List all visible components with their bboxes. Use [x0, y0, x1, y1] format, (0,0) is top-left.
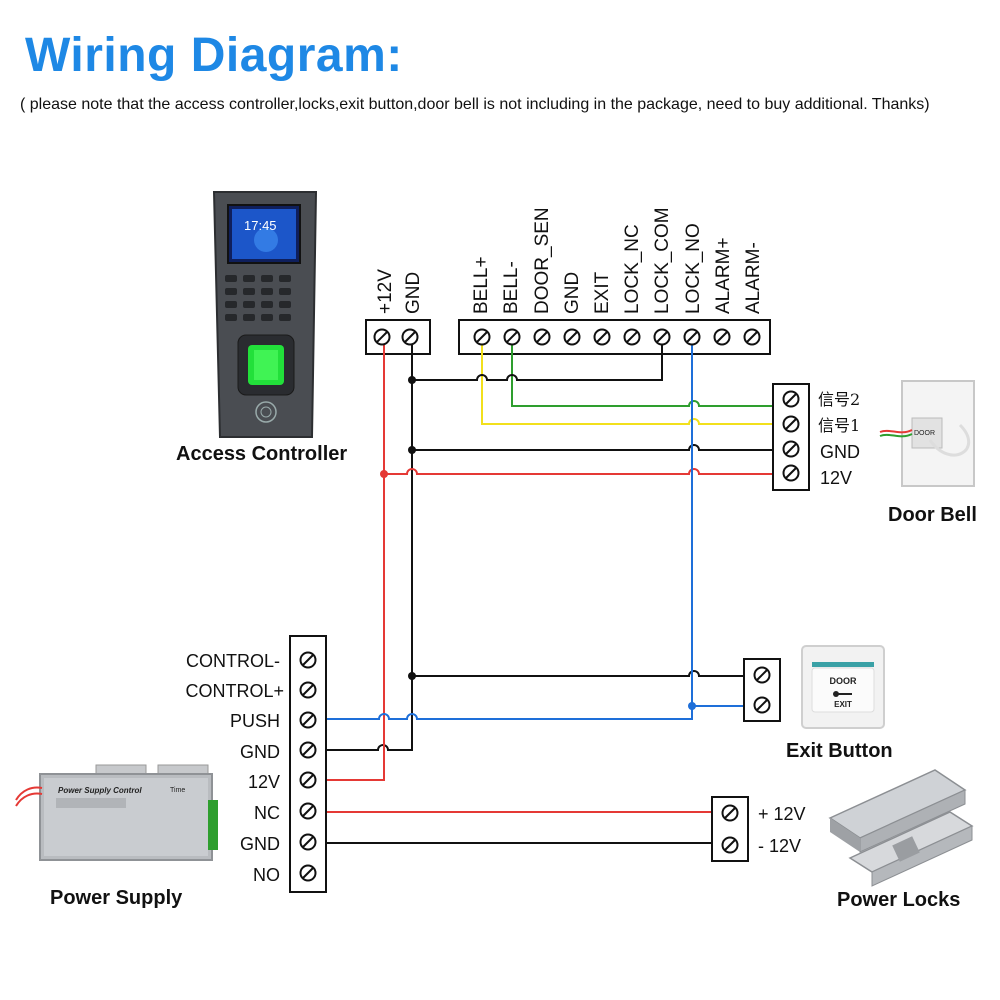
- ps-terminal-nc: NC: [254, 803, 280, 823]
- screw-icon: [373, 328, 391, 346]
- screw-icon: [683, 328, 701, 346]
- ps-terminal-control-plus: CONTROL+: [185, 681, 284, 701]
- screw-icon: [593, 328, 611, 346]
- terminal-label-gnd: GND: [403, 272, 424, 314]
- power-supply-label: Power Supply: [50, 887, 183, 909]
- terminal-label-plus12v: +12V: [375, 269, 396, 314]
- wire-red-12v-bus: [310, 337, 385, 781]
- screw-icon: [563, 328, 581, 346]
- terminal-label-gnd2: GND: [562, 272, 583, 314]
- screw-icon: [743, 328, 761, 346]
- key-icon: [833, 691, 852, 697]
- screw-icon: [713, 328, 731, 346]
- exit-button-device: DOOR EXIT: [801, 645, 885, 729]
- terminal-label-bell-plus: BELL+: [471, 256, 492, 314]
- screw-icon: [623, 328, 641, 346]
- power-locks-device: [828, 769, 974, 887]
- screw-icon: [782, 390, 800, 408]
- ps-terminal-gnd: GND: [240, 742, 280, 762]
- controller-signal-terminal-block: [458, 319, 771, 355]
- screw-icon: [299, 864, 317, 882]
- screw-icon: [653, 328, 671, 346]
- screw-icon: [401, 328, 419, 346]
- wire-green-bell-minus: [511, 337, 782, 407]
- screw-icon: [721, 836, 739, 854]
- wire-red-doorbell-12v: [384, 468, 782, 475]
- access-controller-label: Access Controller: [176, 443, 347, 465]
- screw-icon: [299, 651, 317, 669]
- terminal-label-exit: EXIT: [592, 271, 613, 314]
- exit-button-label: Exit Button: [786, 740, 893, 762]
- lock-terminal-minus12v: - 12V: [758, 836, 801, 856]
- screw-icon: [782, 464, 800, 482]
- svg-text:DOOR: DOOR: [914, 430, 935, 437]
- screw-icon: [299, 681, 317, 699]
- ps-terminal-gnd2: GND: [240, 834, 280, 854]
- screw-icon: [299, 771, 317, 789]
- screw-icon: [299, 741, 317, 759]
- svg-text:Time: Time: [170, 787, 185, 794]
- terminal-label-lock-nc: LOCK_NC: [622, 224, 643, 314]
- doorbell-terminal-signal1: 信号1: [818, 416, 860, 435]
- doorbell-terminal-12v: 12V: [820, 468, 852, 488]
- wire-yellow-bell-plus: [481, 337, 782, 425]
- page-title: Wiring Diagram:: [25, 29, 403, 82]
- ps-terminal-12v: 12V: [248, 772, 280, 792]
- wire-blue-lock-no: [691, 337, 750, 707]
- wire-junctions: [380, 376, 696, 710]
- access-controller-device: 17:45: [212, 191, 318, 438]
- screw-icon: [782, 415, 800, 433]
- wires: [310, 337, 782, 844]
- power-supply-terminal-block: [289, 635, 327, 893]
- screw-icon: [299, 802, 317, 820]
- door-bell-label: Door Bell: [888, 504, 977, 526]
- ps-device-title: Power Supply Control: [58, 786, 142, 795]
- wire-black-doorbell-gnd: [412, 444, 782, 451]
- wire-black-exit-gnd: [412, 670, 750, 677]
- ps-terminal-push: PUSH: [230, 711, 280, 731]
- power-locks-label: Power Locks: [837, 889, 960, 911]
- terminal-label-lock-com: LOCK_COM: [652, 207, 673, 314]
- screw-icon: [753, 666, 771, 684]
- rfid-icon: [255, 401, 277, 423]
- lock-terminal-plus12v: + 12V: [758, 804, 806, 824]
- terminal-label-alarm-minus: ALARM-: [743, 242, 764, 314]
- exit-device-exit-text: EXIT: [834, 700, 852, 709]
- controller-screen-time: 17:45: [244, 218, 277, 233]
- screw-icon: [299, 833, 317, 851]
- power-supply-device: Power Supply Control Time: [15, 764, 218, 861]
- terminal-screws: [299, 328, 800, 882]
- screw-icon: [721, 804, 739, 822]
- wire-blue-push: [310, 706, 693, 720]
- terminal-label-door-sen: DOOR_SEN: [532, 207, 553, 314]
- package-note: ( please note that the access controller…: [20, 96, 930, 113]
- doorbell-device: DOOR: [879, 380, 975, 487]
- exit-device-door-text: DOOR: [830, 676, 858, 686]
- screw-icon: [473, 328, 491, 346]
- screw-icon: [503, 328, 521, 346]
- ps-terminal-no: NO: [253, 865, 280, 885]
- wire-black-lock-com: [412, 337, 663, 381]
- terminal-label-lock-no: LOCK_NO: [683, 223, 704, 314]
- doorbell-terminal-gnd: GND: [820, 442, 860, 462]
- ps-terminal-control-minus: CONTROL-: [186, 651, 280, 671]
- screw-icon: [782, 440, 800, 458]
- terminal-label-alarm-plus: ALARM+: [713, 237, 734, 314]
- screw-icon: [299, 711, 317, 729]
- terminal-label-bell-minus: BELL-: [501, 261, 522, 314]
- screw-icon: [753, 696, 771, 714]
- doorbell-terminal-signal2: 信号2: [818, 390, 860, 409]
- screw-icon: [533, 328, 551, 346]
